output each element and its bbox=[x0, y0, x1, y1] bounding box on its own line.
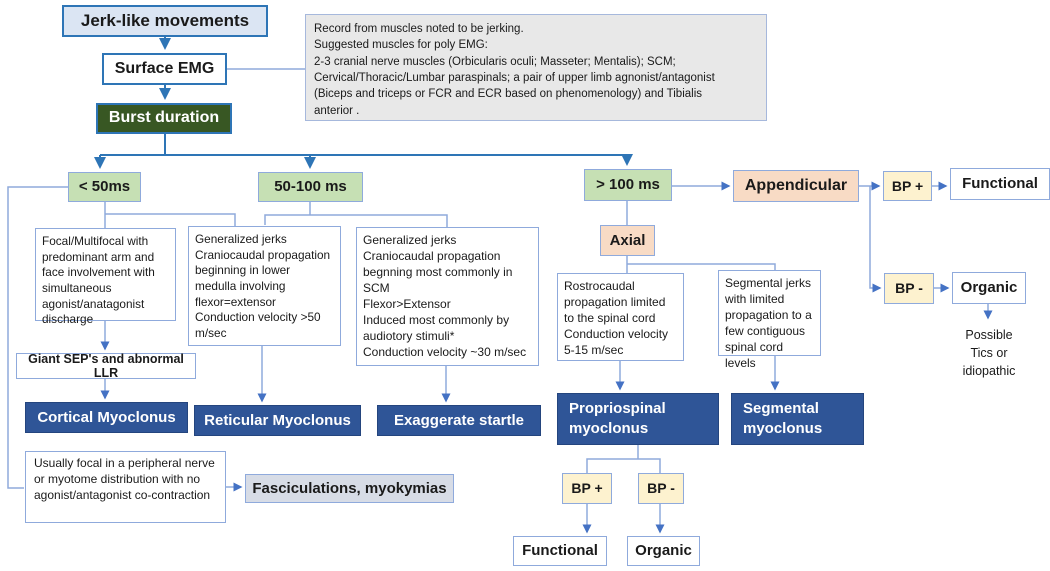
node-lt-50ms: < 50ms bbox=[68, 172, 141, 202]
node-axial: Axial bbox=[600, 225, 655, 256]
node-functional-right: Functional bbox=[950, 168, 1050, 200]
node-bp-minus-right: BP - bbox=[884, 273, 934, 304]
label-possible-tics: Possible Tics or idiopathic bbox=[962, 328, 1016, 379]
node-functional-bottom: Functional bbox=[513, 536, 607, 566]
node-surface-emg: Surface EMG bbox=[102, 53, 227, 85]
node-organic-right: Organic bbox=[952, 272, 1026, 304]
node-giant-sep: Giant SEP's and abnormal LLR bbox=[16, 352, 196, 380]
desc-generalized-medulla: Generalized jerks Craniocaudal propagati… bbox=[188, 226, 341, 346]
node-bp-minus-bottom: BP - bbox=[638, 473, 684, 504]
node-bp-plus-bottom: BP + bbox=[562, 473, 612, 504]
node-bp-plus-right: BP + bbox=[883, 171, 932, 201]
node-segmental-myoclonus: Segmental myoclonus bbox=[731, 393, 864, 445]
node-exaggerate-startle: Exaggerate startle bbox=[377, 405, 541, 436]
node-reticular-myoclonus: Reticular Myoclonus bbox=[194, 405, 361, 436]
node-fasciculations: Fasciculations, myokymias bbox=[245, 474, 454, 503]
node-organic-bottom: Organic bbox=[627, 536, 700, 566]
node-gt-100ms: > 100 ms bbox=[584, 169, 672, 201]
desc-focal-multifocal: Focal/Multifocal with predominant arm an… bbox=[35, 228, 176, 326]
note-recording-instructions: Record from muscles noted to be jerking.… bbox=[305, 14, 767, 121]
node-cortical-myoclonus: Cortical Myoclonus bbox=[25, 402, 188, 433]
node-appendicular: Appendicular bbox=[733, 170, 859, 202]
node-burst-duration: Burst duration bbox=[96, 103, 232, 134]
node-jerk-like-movements: Jerk-like movements bbox=[62, 5, 268, 37]
desc-generalized-scm: Generalized jerks Craniocaudal propagati… bbox=[356, 227, 539, 366]
desc-segmental-jerks: Segmental jerks with limited propagation… bbox=[718, 270, 821, 370]
node-propriospinal-myoclonus: Propriospinal myoclonus bbox=[557, 393, 719, 445]
desc-usually-focal: Usually focal in a peripheral nerve or m… bbox=[25, 451, 226, 523]
node-50-100ms: 50-100 ms bbox=[258, 172, 363, 202]
desc-rostrocaudal: Rostrocaudal propagation limited to the … bbox=[557, 273, 684, 361]
